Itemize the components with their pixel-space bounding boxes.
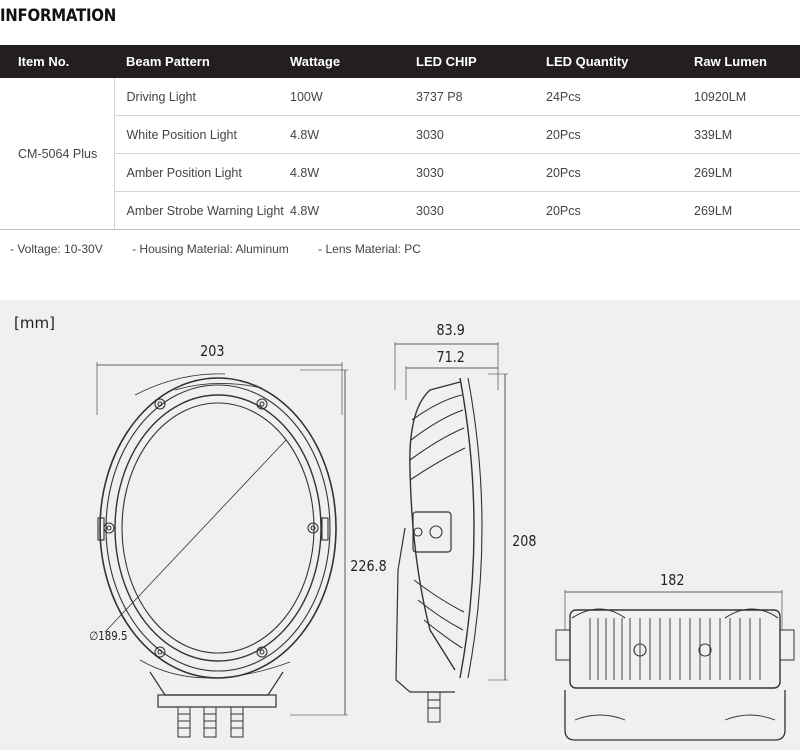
side-view-drawing bbox=[394, 342, 508, 723]
qty-cell: 20Pcs bbox=[546, 153, 694, 192]
item-no-cell: CM-5064 Plus bbox=[0, 78, 115, 230]
side-height-dimension: 208 bbox=[512, 532, 537, 550]
header-beam-pattern: Beam Pattern bbox=[126, 54, 210, 69]
table-header-row: Item No. Beam Pattern Wattage LED CHIP L… bbox=[0, 45, 800, 78]
header-wattage: Wattage bbox=[290, 54, 341, 69]
beam-cell: Amber Strobe Warning Light bbox=[114, 191, 290, 230]
spec-notes: - Voltage: 10-30V - Housing Material: Al… bbox=[10, 242, 447, 256]
table-row: Amber Position Light 4.8W 3030 20Pcs 269… bbox=[0, 153, 800, 192]
chip-cell: 3030 bbox=[416, 153, 546, 192]
spec-table: Item No. Beam Pattern Wattage LED CHIP L… bbox=[0, 45, 800, 230]
front-width-dimension: 203 bbox=[200, 342, 225, 360]
technical-drawing-svg bbox=[96, 342, 795, 741]
header-led-quantity: LED Quantity bbox=[546, 54, 629, 69]
front-view-drawing bbox=[96, 362, 348, 738]
lumen-cell: 10920LM bbox=[694, 78, 800, 116]
unit-label: [mm] bbox=[14, 314, 55, 332]
table-row: Amber Strobe Warning Light 4.8W 3030 20P… bbox=[0, 191, 800, 230]
lumen-cell: 339LM bbox=[694, 115, 800, 154]
wattage-cell: 4.8W bbox=[290, 153, 416, 192]
qty-cell: 24Pcs bbox=[546, 78, 694, 116]
header-raw-lumen: Raw Lumen bbox=[694, 54, 767, 69]
header-led-chip: LED CHIP bbox=[416, 54, 477, 69]
table-row: CM-5064 Plus Driving Light 100W 3737 P8 … bbox=[0, 78, 800, 230]
chip-cell: 3030 bbox=[416, 191, 546, 230]
bottom-width-dimension: 182 bbox=[660, 571, 685, 589]
chip-cell: 3737 P8 bbox=[416, 78, 546, 116]
lumen-cell: 269LM bbox=[694, 191, 800, 230]
qty-cell: 20Pcs bbox=[546, 191, 694, 230]
header-item-no: Item No. bbox=[18, 54, 70, 69]
beam-cell: Driving Light bbox=[114, 78, 290, 116]
front-height-dimension: 226.8 bbox=[350, 557, 387, 575]
note-lens: - Lens Material: PC bbox=[318, 242, 421, 256]
lumen-cell: 269LM bbox=[694, 153, 800, 192]
note-housing: - Housing Material: Aluminum bbox=[132, 242, 289, 256]
side-body-depth-dimension: 71.2 bbox=[436, 348, 465, 366]
bottom-view-drawing bbox=[555, 590, 795, 741]
wattage-cell: 4.8W bbox=[290, 115, 416, 154]
wattage-cell: 100W bbox=[290, 78, 416, 116]
beam-cell: Amber Position Light bbox=[114, 153, 290, 192]
beam-cell: White Position Light bbox=[114, 115, 290, 154]
wattage-cell: 4.8W bbox=[290, 191, 416, 230]
lens-diameter-dimension: ∅189.5 bbox=[89, 629, 128, 643]
dimension-drawing: [mm] 203 226.8 ∅189.5 83.9 71.2 208 182 bbox=[0, 300, 800, 750]
chip-cell: 3030 bbox=[416, 115, 546, 154]
side-total-depth-dimension: 83.9 bbox=[436, 321, 465, 339]
page-title: INFORMATION bbox=[0, 6, 116, 26]
note-voltage: - Voltage: 10-30V bbox=[10, 242, 103, 256]
qty-cell: 20Pcs bbox=[546, 115, 694, 154]
table-row: White Position Light 4.8W 3030 20Pcs 339… bbox=[0, 115, 800, 154]
